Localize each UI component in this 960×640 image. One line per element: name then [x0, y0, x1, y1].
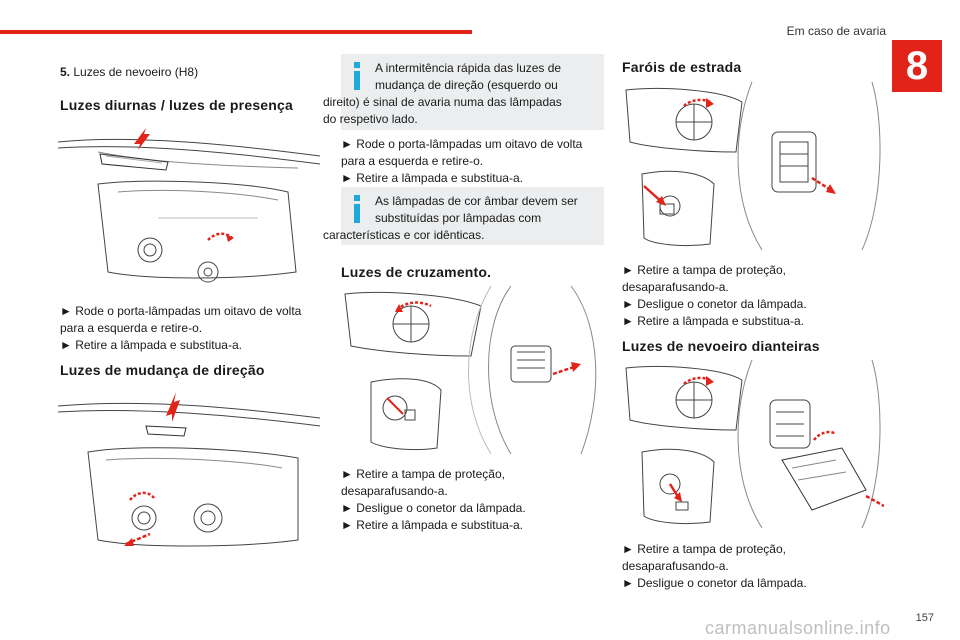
heading-nevoeiro-dianteiras: Luzes de nevoeiro dianteiras: [622, 338, 820, 354]
list-item-5-text: Luzes de nevoeiro (H8): [73, 65, 199, 79]
diurnas-step-1b: para a esquerda e retire-o.: [60, 321, 203, 335]
heading-farois-estrada: Faróis de estrada: [622, 59, 742, 75]
illustration-turn-signal: [58, 388, 320, 556]
info-box-intermitencia: A intermitência rápida das luzes de muda…: [323, 54, 604, 130]
diurnas-step-2: ► Retire a lâmpada e substitua-a.: [60, 338, 242, 352]
cruzamento-step-2: ► Desligue o conetor da lâmpada.: [341, 501, 526, 515]
diurnas-step-1: ► Rode o porta-lâmpadas um oitavo de vol…: [60, 304, 302, 318]
illustration-front-fog-lights: [622, 360, 884, 528]
info-icon: [349, 195, 365, 223]
info-icon: [349, 62, 365, 90]
estrada-step-1b: desaparafusando-a.: [622, 280, 729, 294]
illustration-daytime-lights: [58, 122, 320, 294]
heading-mudanca-direcao: Luzes de mudança de direção: [60, 362, 265, 378]
direcao-step-2: ► Retire a lâmpada e substitua-a.: [341, 171, 523, 185]
cruzamento-step-1: ► Retire a tampa de proteção,: [341, 467, 505, 481]
illustration-low-beam: [341, 286, 603, 454]
direcao-step-1b: para a esquerda e retire-o.: [341, 154, 484, 168]
list-item-5: 5. Luzes de nevoeiro (H8): [60, 65, 199, 79]
heading-cruzamento: Luzes de cruzamento.: [341, 264, 492, 280]
illustration-high-beam: [622, 82, 884, 250]
info-box-ambar: As lâmpadas de cor âmbar devem ser subst…: [323, 187, 604, 245]
cruzamento-step-3: ► Retire a lâmpada e substitua-a.: [341, 518, 523, 532]
estrada-step-2: ► Desligue o conetor da lâmpada.: [622, 297, 807, 311]
estrada-step-1: ► Retire a tampa de proteção,: [622, 263, 786, 277]
heading-luzes-diurnas: Luzes diurnas / luzes de presença: [60, 97, 294, 113]
chapter-badge: 8: [892, 40, 942, 92]
page-number: 157: [915, 612, 934, 624]
watermark: carmanualsonline.info: [705, 618, 891, 638]
nevoeiro-step-1: ► Retire a tampa de proteção,: [622, 542, 786, 556]
header-accent-bar: [0, 30, 472, 34]
direcao-step-1: ► Rode o porta-lâmpadas um oitavo de vol…: [341, 137, 583, 151]
nevoeiro-step-1b: desaparafusando-a.: [622, 559, 729, 573]
estrada-step-3: ► Retire a lâmpada e substitua-a.: [622, 314, 804, 328]
nevoeiro-step-2: ► Desligue o conetor da lâmpada.: [622, 576, 807, 590]
section-title: Em caso de avaria: [786, 24, 886, 38]
cruzamento-step-1b: desaparafusando-a.: [341, 484, 448, 498]
